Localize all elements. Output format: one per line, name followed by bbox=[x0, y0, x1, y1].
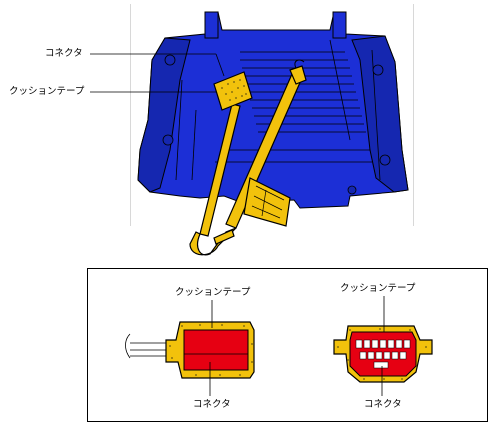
main-connector bbox=[213, 71, 253, 111]
label-connector-detail-right: コネクタ bbox=[364, 399, 402, 410]
detail-left-connector bbox=[125, 300, 255, 396]
guide-line-left bbox=[130, 4, 131, 226]
main-leaders bbox=[90, 53, 225, 93]
wire bbox=[294, 59, 305, 69]
harness bbox=[189, 65, 307, 256]
bracket-detail bbox=[251, 185, 285, 219]
label-connector-main: コネクタ bbox=[45, 48, 83, 59]
label-connector-detail-left: コネクタ bbox=[193, 399, 231, 410]
label-cushion-tape-main: クッションテープ bbox=[9, 86, 85, 97]
detail-box bbox=[87, 268, 488, 422]
detail-right-connector bbox=[333, 296, 433, 396]
guide-line-right bbox=[413, 4, 414, 226]
label-cushion-tape-detail-left: クッションテープ bbox=[175, 287, 251, 298]
label-cushion-tape-detail-right: クッションテープ bbox=[340, 283, 416, 294]
blue-unit bbox=[137, 11, 409, 209]
